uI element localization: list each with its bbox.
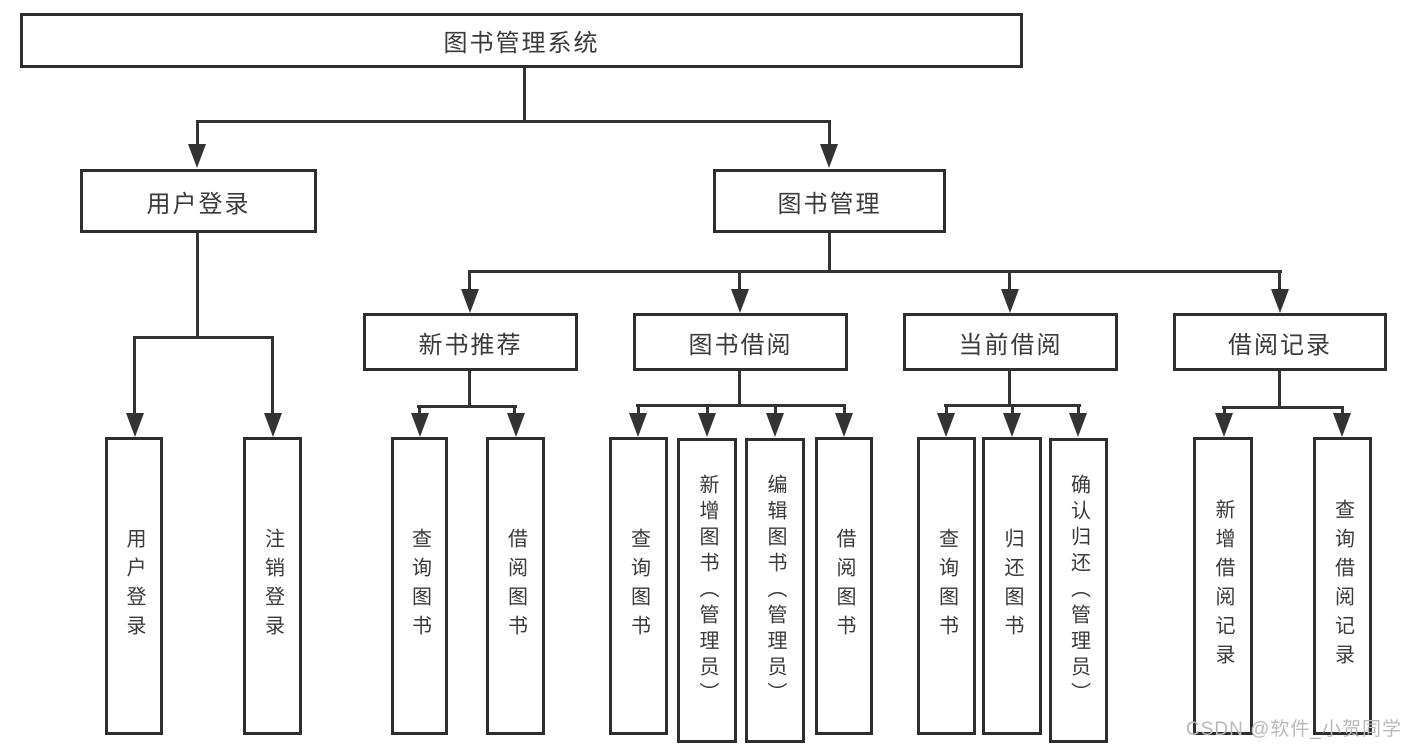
- leaf-return-books: 归还图书: [982, 437, 1042, 735]
- arrowhead-query-books-borrow: [629, 413, 647, 437]
- arrowhead-edit-books-admin: [766, 413, 784, 437]
- leaf-borrow-books-newrec: 借阅图书: [486, 437, 545, 735]
- connector-current-vline: [1008, 371, 1011, 406]
- connector-newrec-stub-1: [418, 405, 421, 415]
- leaf-logout: 注销登录: [243, 437, 302, 735]
- leaf-edit-books-admin: 编辑图书（管理员）: [745, 438, 805, 743]
- watermark: CSDN @软件_小贺同学: [1186, 719, 1402, 740]
- arrowhead-user-login: [188, 144, 206, 168]
- leaf-add-borrow-record: 新增借阅记录: [1193, 437, 1253, 735]
- leaf-query-books-newrec-label: 查询图书: [408, 528, 431, 644]
- arrowhead-book-borrowing: [731, 289, 749, 313]
- connector-root-hline: [196, 120, 831, 123]
- node-new-book-recommend-label: 新书推荐: [418, 331, 523, 359]
- connector-current-stub-2: [1011, 404, 1014, 415]
- connector-newrec-stub-2: [513, 405, 516, 415]
- connector-userlogin-hline: [133, 336, 274, 339]
- arrowhead-query-borrow-record: [1333, 413, 1351, 437]
- connector-current-stub-3: [1077, 404, 1080, 415]
- node-book-borrowing-label: 图书借阅: [688, 331, 793, 359]
- connector-records-stub-2: [1341, 406, 1344, 415]
- arrowhead-add-borrow-record: [1215, 413, 1233, 437]
- leaf-query-borrow-record-label: 查询借阅记录: [1331, 499, 1354, 673]
- connector-borrow-stub-4: [843, 404, 846, 415]
- node-root: 图书管理系统: [20, 13, 1023, 68]
- arrowhead-leaf-logout: [264, 413, 282, 437]
- connector-borrow-hline: [636, 404, 846, 407]
- arrowhead-add-books-admin: [698, 413, 716, 437]
- node-new-book-recommend: 新书推荐: [363, 313, 578, 371]
- connector-records-hline: [1222, 406, 1344, 409]
- leaf-query-books-borrow-label: 查询图书: [627, 528, 650, 644]
- connector-borrow-stub-3: [774, 404, 777, 415]
- connector-newrec-vline: [468, 371, 471, 407]
- leaf-logout-label: 注销登录: [261, 528, 284, 644]
- leaf-return-books-label: 归还图书: [1001, 528, 1023, 644]
- arrowhead-new-book-recommend: [461, 289, 479, 313]
- connector-records-stub-1: [1223, 406, 1226, 415]
- node-borrow-records-label: 借阅记录: [1228, 331, 1332, 359]
- arrowhead-current-borrowing: [1001, 289, 1019, 313]
- connector-borrow-stub-1: [637, 404, 640, 415]
- connector-bookmgmt-stub-3: [1008, 270, 1011, 291]
- arrowhead-leaf-user-login: [126, 413, 144, 437]
- leaf-edit-books-admin-label: 编辑图书（管理员）: [764, 473, 786, 708]
- node-user-login-label: 用户登录: [146, 190, 251, 218]
- connector-borrow-stub-2: [706, 404, 709, 415]
- node-current-borrowing: 当前借阅: [903, 313, 1118, 371]
- leaf-add-borrow-record-label: 新增借阅记录: [1212, 499, 1234, 673]
- connector-bookmgmt-stub-2: [738, 270, 741, 291]
- connector-bookmgmt-vline: [828, 233, 831, 272]
- connector-bookmgmt-hline: [468, 270, 1282, 273]
- node-current-borrowing-label: 当前借阅: [958, 331, 1063, 359]
- leaf-query-books-current: 查询图书: [917, 437, 976, 735]
- connector-newrec-hline: [417, 405, 517, 408]
- leaf-user-login: 用户登录: [105, 437, 163, 735]
- leaf-query-books-current-label: 查询图书: [935, 528, 958, 644]
- leaf-confirm-return-admin: 确认归还（管理员）: [1049, 438, 1108, 743]
- arrowhead-return-books: [1003, 413, 1021, 437]
- node-borrow-records: 借阅记录: [1173, 313, 1387, 371]
- leaf-query-books-borrow: 查询图书: [609, 437, 668, 735]
- node-user-login: 用户登录: [80, 169, 317, 233]
- connector-records-vline: [1278, 371, 1281, 409]
- connector-root-stub-left: [196, 120, 199, 148]
- leaf-borrow-books-borrow: 借阅图书: [815, 437, 873, 735]
- arrowhead-query-books-current: [937, 413, 955, 437]
- leaf-query-books-newrec: 查询图书: [391, 437, 448, 735]
- arrowhead-book-management: [820, 144, 838, 168]
- node-book-management-label: 图书管理: [777, 190, 882, 218]
- leaf-user-login-label: 用户登录: [123, 528, 145, 644]
- leaf-add-books-admin: 新增图书（管理员）: [677, 438, 737, 743]
- leaf-add-books-admin-label: 新增图书（管理员）: [696, 473, 718, 708]
- arrowhead-query-books-newrec: [411, 413, 429, 437]
- node-book-management: 图书管理: [713, 169, 946, 233]
- leaf-query-borrow-record: 查询借阅记录: [1313, 437, 1372, 735]
- connector-borrow-vline: [738, 371, 741, 406]
- leaf-borrow-books-borrow-label: 借阅图书: [833, 528, 855, 644]
- leaf-confirm-return-admin-label: 确认归还（管理员）: [1067, 473, 1090, 708]
- arrowhead-confirm-return-admin: [1069, 413, 1087, 437]
- arrowhead-borrow-books-borrow: [835, 413, 853, 437]
- arrowhead-borrow-records: [1271, 289, 1289, 313]
- node-book-borrowing: 图书借阅: [633, 313, 848, 371]
- arrowhead-borrow-books-newrec: [507, 413, 525, 437]
- connector-userlogin-vline: [196, 233, 199, 338]
- connector-bookmgmt-stub-1: [468, 270, 471, 291]
- node-root-label: 图书管理系统: [443, 30, 600, 57]
- connector-bookmgmt-stub-4: [1278, 270, 1281, 291]
- connector-root-stub-right: [828, 120, 831, 148]
- connector-root-vline: [523, 68, 526, 120]
- connector-userlogin-stub-1: [133, 336, 136, 415]
- connector-current-stub-1: [945, 404, 948, 415]
- connector-userlogin-stub-2: [271, 336, 274, 415]
- leaf-borrow-books-newrec-label: 借阅图书: [504, 528, 527, 644]
